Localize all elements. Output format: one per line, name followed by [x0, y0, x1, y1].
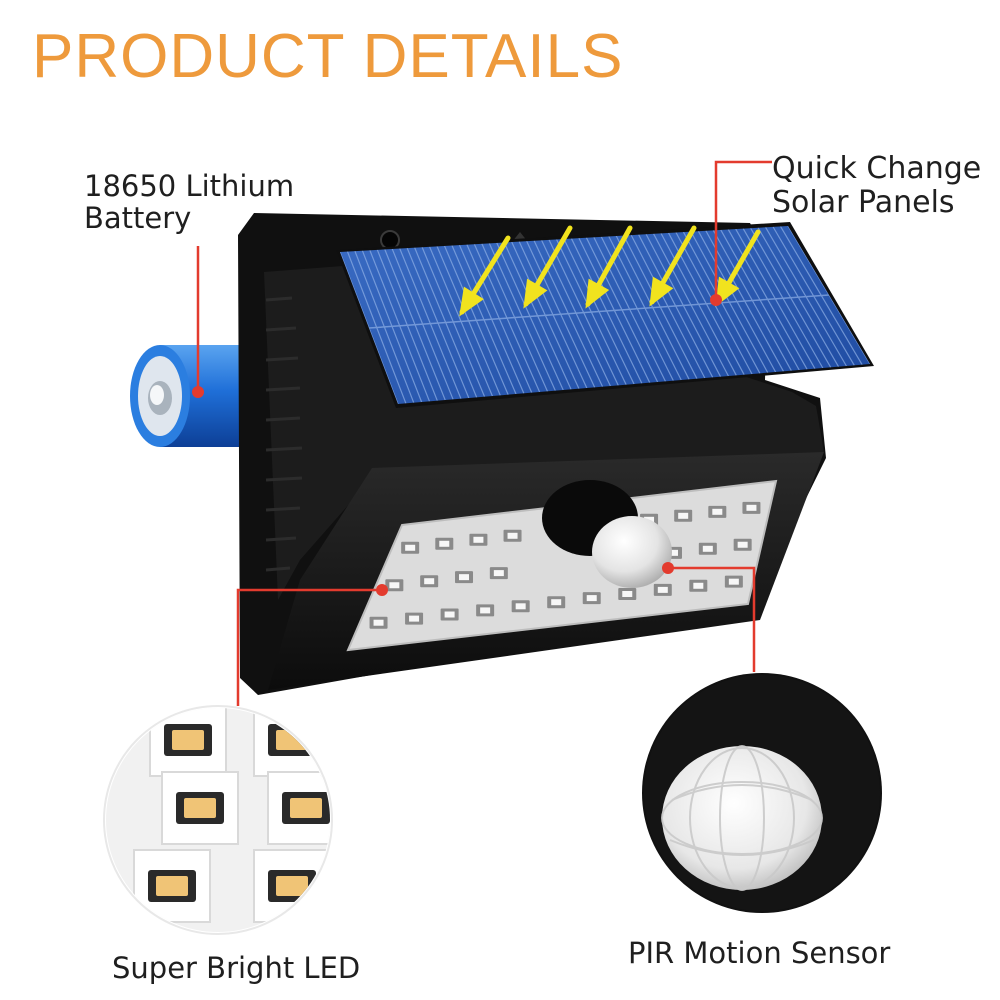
led-emitter: [667, 549, 678, 556]
battery-label-line1: 18650 Lithium: [84, 169, 295, 203]
led-emitter: [409, 615, 420, 622]
led-emitter: [515, 603, 526, 610]
led-callout-label: Super Bright LED: [112, 951, 361, 985]
led-emitter: [678, 512, 689, 519]
solar-label-line1: Quick Change: [772, 151, 982, 186]
solar-label-line2: Solar Panels: [772, 184, 955, 220]
led-emitter: [728, 578, 739, 585]
led-emitter: [405, 544, 416, 551]
solar-panel-callout-label: Quick Change Solar Panels: [772, 152, 981, 219]
led-emitter: [551, 599, 562, 606]
led-emitter: [586, 595, 597, 602]
led-emitter-zoom: [276, 876, 308, 896]
battery-illustration: [130, 345, 244, 447]
pir-sensor: [542, 480, 672, 588]
led-emitter: [493, 570, 504, 577]
led-emitter: [507, 532, 518, 539]
battery-callout-label: 18650 Lithium Battery: [84, 170, 294, 235]
pir-zoom-circle: [642, 673, 882, 913]
led-emitter: [480, 607, 491, 614]
led-emitter: [712, 508, 723, 515]
arrow-head: [585, 278, 610, 309]
pir-callout-label: PIR Motion Sensor: [628, 936, 891, 970]
callout-lines: [196, 160, 772, 706]
led-emitter-zoom: [172, 730, 204, 750]
led-emitter: [737, 541, 748, 548]
led-zoom-circle: [103, 705, 333, 935]
led-emitter: [657, 586, 668, 593]
led-emitter: [746, 504, 757, 511]
led-emitter: [373, 619, 384, 626]
led-emitter: [459, 574, 470, 581]
led-emitter: [622, 590, 633, 597]
led-emitter: [473, 536, 484, 543]
led-emitter: [693, 582, 704, 589]
arrow-head: [523, 278, 548, 309]
arrow-head: [649, 276, 674, 307]
led-emitter-zoom: [290, 798, 322, 818]
solar-panel: [336, 222, 874, 408]
page-title: PRODUCT DETAILS: [32, 22, 624, 91]
led-emitter: [389, 582, 400, 589]
led-board: [346, 479, 778, 652]
callout-dots: [192, 294, 722, 596]
arrow-head: [459, 286, 484, 317]
led-emitter-zoom: [184, 798, 216, 818]
led-emitter: [439, 540, 450, 547]
led-emitter-zoom: [156, 876, 188, 896]
battery-label-line2: Battery: [84, 201, 192, 236]
sun-arrows: [459, 225, 761, 317]
led-emitter: [444, 611, 455, 618]
led-emitter: [702, 545, 713, 552]
led-emitter: [424, 578, 435, 585]
